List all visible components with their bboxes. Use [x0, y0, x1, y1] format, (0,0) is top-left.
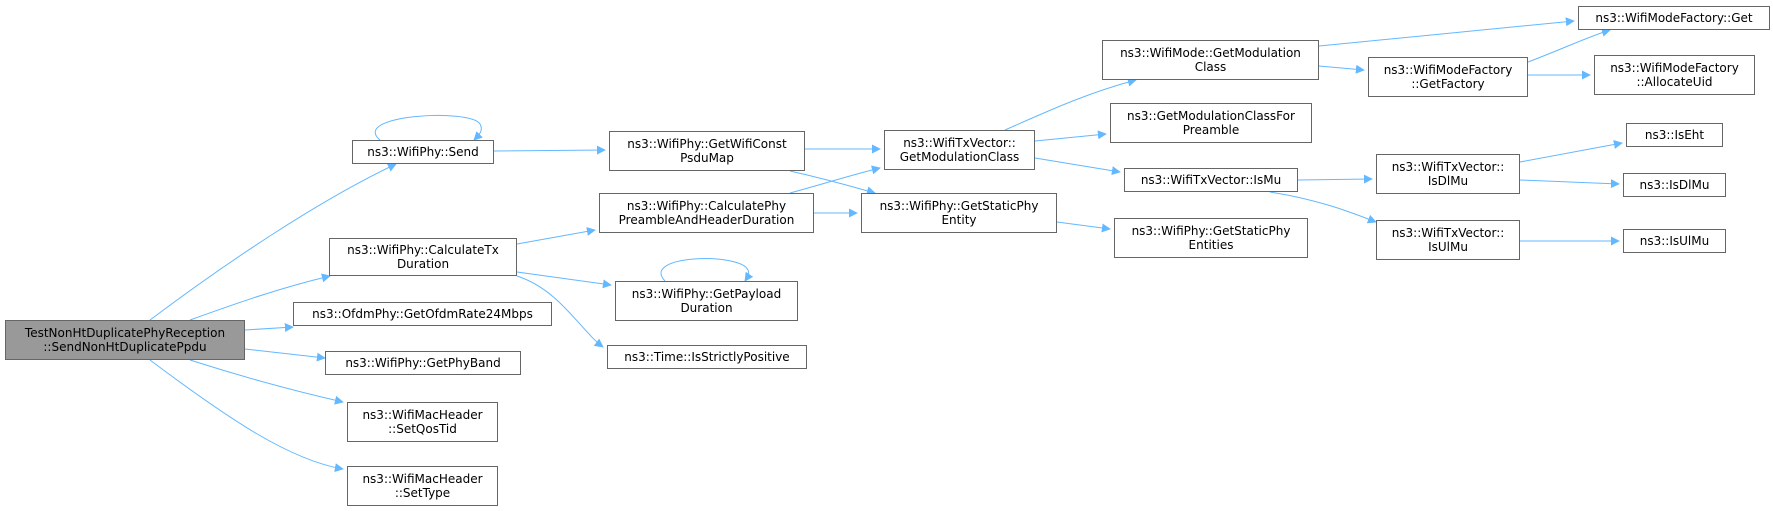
node-isulmu2[interactable]: ns3::IsUlMu [1623, 229, 1726, 253]
node-txmodclass[interactable]: ns3::WifiTxVector::GetModulationClass [884, 130, 1035, 170]
edge-root-settype [149, 359, 344, 473]
edge-txmodclass-modeclass [1004, 77, 1137, 131]
node-label: Entities [1188, 238, 1234, 252]
node-label: IsDlMu [1427, 174, 1469, 188]
node-label: ns3::WifiPhy::GetWifiConst [627, 137, 787, 151]
node-isulmu[interactable]: ns3::WifiTxVector::IsUlMu [1376, 220, 1520, 260]
node-factget[interactable]: ns3::WifiModeFactory::Get [1578, 6, 1770, 30]
node-label: ns3::WifiModeFactory [1383, 63, 1513, 77]
node-label: ns3::WifiTxVector::IsMu [1140, 173, 1282, 187]
node-ofdm[interactable]: ns3::OfdmPhy::GetOfdmRate24Mbps [293, 302, 552, 326]
node-iseht[interactable]: ns3::IsEht [1626, 123, 1723, 147]
node-label: ns3::WifiPhy::CalculateTx [347, 243, 499, 257]
edge-ismu-isdlmu [1297, 174, 1373, 184]
edge-txmodclass-ismu [1034, 157, 1121, 176]
node-label: Duration [396, 257, 450, 271]
node-ismu[interactable]: ns3::WifiTxVector::IsMu [1124, 168, 1298, 192]
edge-send-psdumap [493, 145, 606, 155]
node-strict[interactable]: ns3::Time::IsStrictlyPositive [607, 345, 807, 369]
node-label: ns3::IsDlMu [1639, 178, 1710, 192]
node-allocuid[interactable]: ns3::WifiModeFactory::AllocateUid [1594, 55, 1755, 95]
node-label: ns3::Time::IsStrictlyPositive [624, 350, 790, 364]
node-label: ns3::WifiTxVector:: [1391, 160, 1505, 174]
edge-preamble-txmodclass [789, 165, 881, 194]
node-label: PsduMap [680, 151, 734, 165]
edge-isdlmu-iseht [1519, 140, 1623, 163]
node-label: Class [1194, 60, 1227, 74]
node-label: TestNonHtDuplicatePhyReception [24, 326, 226, 340]
node-label: ns3::WifiPhy::CalculatePhy [626, 199, 787, 213]
edge-getfactory-factget [1527, 28, 1611, 63]
node-label: ns3::WifiMode::GetModulation [1120, 46, 1301, 60]
edge-send-self [375, 114, 483, 141]
edge-root-send [149, 163, 397, 321]
node-label: ::GetFactory [1411, 77, 1485, 91]
edge-payload-self [660, 258, 754, 282]
node-label: ::SetQosTid [388, 422, 457, 436]
node-label: ns3::IsUlMu [1639, 234, 1710, 248]
edge-root-calctx [189, 273, 331, 321]
edge-modeclass-factget [1318, 17, 1575, 47]
edge-root-getband [244, 348, 326, 362]
node-label: ::SetType [394, 486, 451, 500]
node-root: TestNonHtDuplicatePhyReception::SendNonH… [5, 320, 245, 360]
edge-isdlmu-isdlmu2 [1519, 179, 1620, 189]
node-label: ns3::WifiMacHeader [362, 472, 483, 486]
node-label: ns3::WifiMacHeader [362, 408, 483, 422]
node-label: ::SendNonHtDuplicatePpdu [43, 340, 207, 354]
node-settype[interactable]: ns3::WifiMacHeader::SetType [347, 466, 498, 506]
edge-staticphy-entities [1056, 221, 1111, 233]
node-isdlmu2[interactable]: ns3::IsDlMu [1623, 173, 1726, 197]
node-getband[interactable]: ns3::WifiPhy::GetPhyBand [325, 351, 521, 375]
edge-modeclass-getfactory [1318, 64, 1365, 74]
node-label: GetModulationClass [899, 150, 1020, 164]
node-label: ns3::WifiPhy::GetPayload [631, 287, 782, 301]
edge-root-ofdm [244, 323, 294, 332]
node-send[interactable]: ns3::WifiPhy::Send [352, 140, 494, 164]
node-label: ns3::OfdmPhy::GetOfdmRate24Mbps [312, 307, 533, 321]
node-label: Duration [680, 301, 733, 315]
node-label: ns3::WifiPhy::Send [367, 145, 479, 159]
node-label: Preamble [1182, 123, 1240, 137]
edge-ismu-isulmu [1269, 191, 1377, 224]
node-label: ns3::GetModulationClassFor [1127, 109, 1295, 123]
node-label: ns3::WifiPhy::GetStaticPhy [879, 199, 1039, 213]
node-label: ns3::WifiTxVector:: [903, 136, 1016, 150]
node-isdlmu[interactable]: ns3::WifiTxVector::IsDlMu [1376, 154, 1520, 194]
node-label: ns3::WifiPhy::GetStaticPhy [1131, 224, 1291, 238]
node-getfactory[interactable]: ns3::WifiModeFactory::GetFactory [1368, 57, 1528, 97]
edge-calctx-preamble [516, 227, 596, 245]
edge-root-qostid [189, 359, 344, 405]
node-label: PreambleAndHeaderDuration [618, 213, 795, 227]
node-label: ::AllocateUid [1636, 75, 1713, 89]
edge-txmodclass-modclassfor [1034, 130, 1107, 142]
edge-calctx-payload [516, 271, 612, 289]
node-label: ns3::WifiTxVector:: [1391, 226, 1505, 240]
node-label: ns3::WifiModeFactory [1610, 61, 1739, 75]
node-label: ns3::WifiPhy::GetPhyBand [345, 356, 501, 370]
edge-psdumap-staticphy [789, 170, 876, 196]
node-label: Entity [941, 213, 977, 227]
node-qostid[interactable]: ns3::WifiMacHeader::SetQosTid [347, 402, 498, 442]
node-label: ns3::IsEht [1644, 128, 1705, 142]
node-label: IsUlMu [1428, 240, 1468, 254]
edge-calctx-strict [516, 275, 604, 348]
node-label: ns3::WifiModeFactory::Get [1595, 11, 1753, 25]
